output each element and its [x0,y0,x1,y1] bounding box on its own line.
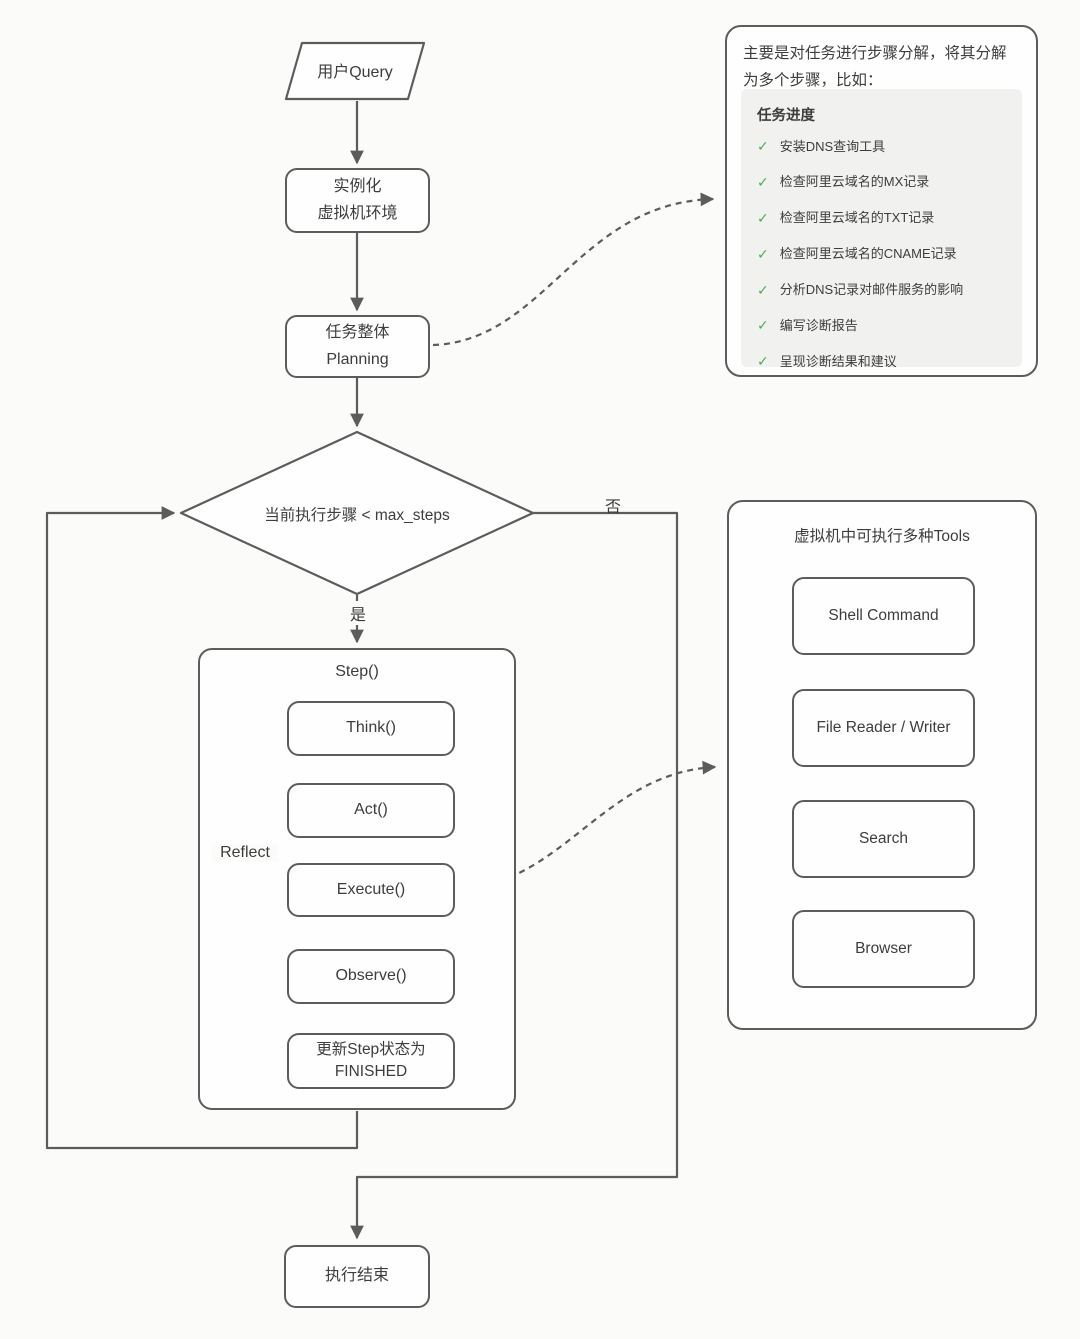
tools-panel-title: 虚拟机中可执行多种Tools [794,528,970,545]
no-label: 否 [604,499,621,516]
checklist-item-label: 分析DNS记录对邮件服务的影响 [779,282,964,298]
reflect-label: Reflect [212,844,278,862]
finish-status-line2: FINISHED [334,1063,408,1080]
checklist-item-label: 安装DNS查询工具 [779,138,886,154]
edge-execute-to-tools-dashed [455,760,717,892]
checklist-item-label: 检查阿里云域名的CNAME记录 [779,246,957,262]
checklist-item: ✓ 编写诊断报告 [757,317,1010,334]
step-title: Step() [335,663,379,680]
check-icon: ✓ [757,353,769,367]
user-query-shape [284,41,426,101]
finish-status-node: 更新Step状态为 FINISHED [287,1033,455,1089]
planning-line2: Planning [326,350,389,368]
checklist-item: ✓ 检查阿里云域名的CNAME记录 [757,245,1010,262]
finish-status-line1: 更新Step状态为 [316,1040,426,1058]
tools-panel: 虚拟机中可执行多种Tools Shell Command File Reader… [727,500,1037,1030]
checklist-item-label: 呈现诊断结果和建议 [779,353,897,367]
planning-panel-intro: 主要是对任务进行步骤分解，将其分解为多个步骤，比如： [743,45,1007,90]
checklist-item: ✓ 检查阿里云域名的MX记录 [757,173,1010,190]
task-progress-card: 任务进度 ✓ 安装DNS查询工具 ✓ 检查阿里云域名的MX记录 ✓ 检查阿里云域… [741,89,1022,367]
checklist-item: ✓ 呈现诊断结果和建议 [757,353,1010,367]
edge-step-loopback-to-decision [45,506,359,1150]
edge-decision-no-to-end [350,511,679,1240]
check-icon: ✓ [757,317,769,334]
check-icon: ✓ [757,245,769,262]
tool-box-search: Search [792,800,975,878]
planning-node: 任务整体 Planning [285,315,430,378]
act-node: Act() [287,783,455,838]
user-query-node: 用户Query [317,64,393,81]
task-progress-title: 任务进度 [757,108,815,124]
checklist-item-label: 检查阿里云域名的TXT记录 [779,210,935,226]
tool-box-browser: Browser [792,910,975,988]
check-icon: ✓ [757,138,769,154]
think-node: Think() [287,701,455,756]
check-icon: ✓ [757,173,769,190]
checklist-item: ✓ 安装DNS查询工具 [757,138,1010,154]
check-icon: ✓ [757,209,769,226]
execute-node: Execute() [287,863,455,917]
planning-line1: 任务整体 [325,324,390,342]
observe-node: Observe() [287,949,455,1004]
planning-annotation-panel: 主要是对任务进行步骤分解，将其分解为多个步骤，比如： 任务进度 ✓ 安装DNS查… [725,25,1038,377]
instantiate-vm-line1: 实例化 [333,178,382,196]
tool-box-shell-command: Shell Command [792,577,975,655]
end-node: 执行结束 [284,1245,430,1308]
checklist-item: ✓ 分析DNS记录对邮件服务的影响 [757,281,1010,298]
instantiate-vm-node: 实例化 虚拟机环境 [285,168,430,233]
checklist-item: ✓ 检查阿里云域名的TXT记录 [757,209,1010,226]
checklist-item-label: 检查阿里云域名的MX记录 [779,174,930,190]
check-icon: ✓ [757,281,769,298]
tool-box-file-reader-writer: File Reader / Writer [792,689,975,767]
instantiate-vm-line2: 虚拟机环境 [317,204,398,222]
checklist-item-label: 编写诊断报告 [779,318,858,333]
decision-diamond-shape [179,430,535,596]
yes-label: 是 [346,601,370,625]
edge-planning-to-panel-dashed [432,192,715,347]
decision-label: 当前执行步骤 < max_steps [264,507,450,524]
